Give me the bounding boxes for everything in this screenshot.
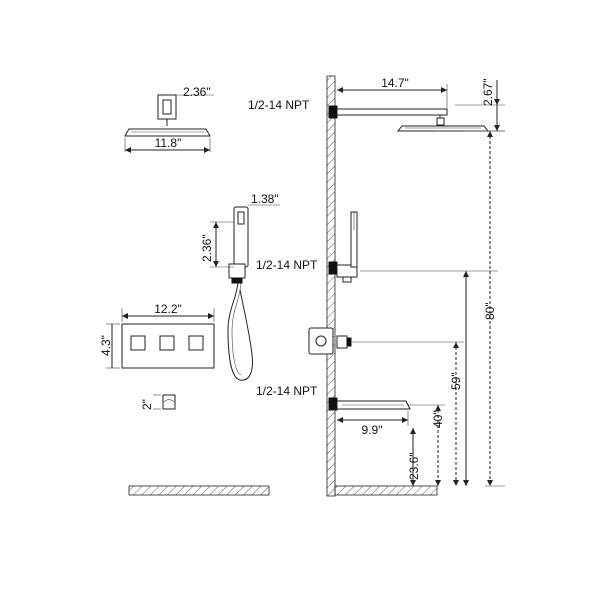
valve-height-label: 4.3"	[99, 335, 113, 356]
npt-bottom-label: 1/2-14 NPT	[256, 384, 318, 398]
valve-width-dimension: 12.2"	[121, 302, 215, 322]
shower-arm	[328, 105, 448, 126]
head-top-width-label: 2.36"	[183, 85, 211, 99]
height-40-label: 40"	[431, 410, 445, 428]
rain-shower-head	[396, 125, 490, 132]
height-40-dimension: 40"	[408, 404, 445, 486]
head-width-label: 11.8"	[155, 136, 182, 150]
height-80-dimension: 80"	[360, 130, 505, 487]
wall-valve-body	[308, 327, 352, 355]
valve-trim-plate	[121, 323, 215, 369]
hand-height-dimension: 2.36"	[200, 221, 234, 268]
shower-head-detail	[124, 94, 211, 137]
hand-width-label: 1.38"	[251, 192, 279, 206]
npt-top-label: 1/2-14 NPT	[248, 98, 310, 112]
wall-hand-shower	[328, 211, 358, 283]
arm-drop-dimension: 2.67"	[455, 78, 505, 132]
height-23-dimension: 23.6"	[407, 428, 421, 486]
spout-length-label: 9.9"	[362, 423, 383, 437]
arm-length-dimension: 14.7"	[337, 76, 448, 108]
npt-mid-label: 1/2-14 NPT	[256, 258, 318, 272]
valve-width-label: 12.2"	[154, 302, 182, 316]
floor-section	[334, 485, 438, 496]
spout-size-dimension: 2"	[140, 394, 161, 410]
height-23-label: 23.6"	[407, 452, 421, 480]
wall-tub-spout	[328, 397, 411, 411]
height-59-label: 59"	[449, 372, 463, 390]
hand-shower-detail	[227, 206, 253, 381]
height-75-dimension	[463, 271, 469, 486]
wall-section	[326, 75, 336, 497]
spout-size-label: 2"	[140, 399, 154, 410]
small-spout-detail	[162, 394, 176, 410]
head-width-dimension: 11.8"	[124, 136, 211, 153]
arm-drop-label: 2.67"	[481, 78, 495, 106]
height-80-label: 80"	[483, 302, 497, 320]
hand-width-dimension: 1.38"	[248, 192, 280, 206]
left-floor-section	[128, 485, 270, 496]
head-top-width-dimension: 2.36"	[176, 85, 214, 99]
height-59-dimension: 59"	[352, 341, 464, 486]
spout-length-dimension: 9.9"	[337, 411, 409, 437]
hand-height-label: 2.36"	[200, 234, 214, 262]
valve-height-dimension: 4.3"	[99, 323, 120, 369]
arm-length-label: 14.7"	[381, 76, 409, 90]
